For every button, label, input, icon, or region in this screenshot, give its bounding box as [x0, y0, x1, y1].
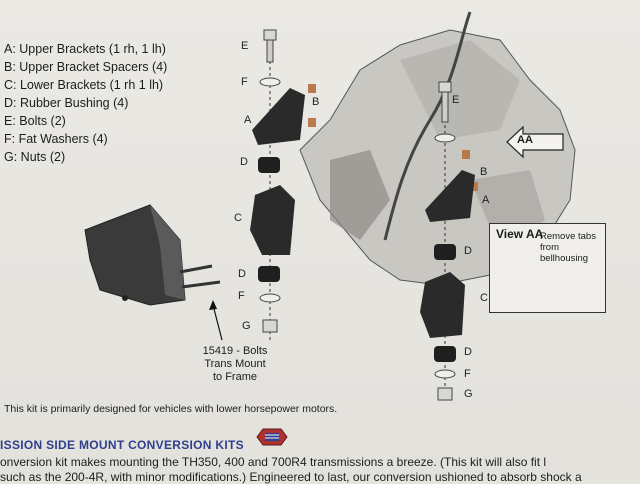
footnote: This kit is primarily designed for vehic… — [4, 403, 338, 415]
label-d-right-1: D — [464, 245, 472, 257]
body-text-line-1: onversion kit makes mounting the TH350, … — [0, 455, 547, 469]
section-heading: ISSION SIDE MOUNT CONVERSION KITS — [0, 438, 244, 452]
label-c-right: C — [480, 292, 488, 304]
body-text-line-2: such as the 200-4R, with minor modificat… — [0, 470, 582, 484]
view-aa-inset: View AA Remove tabs from bellhousing — [489, 223, 606, 313]
label-b-left: B — [312, 96, 320, 108]
label-a-left: A — [244, 114, 252, 126]
view-aa-arrow-label: AA — [517, 134, 533, 146]
label-f-left: F — [241, 76, 248, 88]
label-d-right-2: D — [464, 346, 472, 358]
label-e-left: E — [241, 40, 249, 52]
legend-item-g: G: Nuts (2) — [4, 150, 66, 164]
label-a-right: A — [482, 194, 490, 206]
legend-item-f: F: Fat Washers (4) — [4, 132, 108, 146]
label-d-left-1: D — [240, 156, 248, 168]
view-aa-title: View AA — [496, 227, 544, 241]
legend-item-b: B: Upper Bracket Spacers (4) — [4, 60, 168, 74]
parts-legend: A: Upper Brackets (1 rh, 1 lh) B: Upper … — [4, 40, 167, 166]
legend-item-d: D: Rubber Bushing (4) — [4, 96, 129, 110]
bolt-caption: 15419 - Bolts Trans Mount to Frame — [202, 345, 268, 383]
american-made-badge-icon — [256, 428, 288, 446]
label-g-right: G — [464, 388, 473, 400]
label-e-right: E — [452, 94, 460, 106]
label-c-left: C — [234, 212, 242, 224]
label-d-left-2: D — [238, 268, 246, 280]
label-f-right: F — [464, 368, 471, 380]
legend-item-a: A: Upper Brackets (1 rh, 1 lh) — [4, 42, 166, 56]
label-b-right: B — [480, 166, 488, 178]
legend-item-e: E: Bolts (2) — [4, 114, 66, 128]
label-f-left-2: F — [238, 290, 245, 302]
view-aa-note: Remove tabs from bellhousing — [540, 231, 596, 264]
label-g-left: G — [242, 320, 251, 332]
legend-item-c: C: Lower Brackets (1 rh 1 lh) — [4, 78, 164, 92]
view-aa-arrow-icon — [506, 125, 564, 159]
dipstick-tube-illustration — [383, 11, 472, 241]
